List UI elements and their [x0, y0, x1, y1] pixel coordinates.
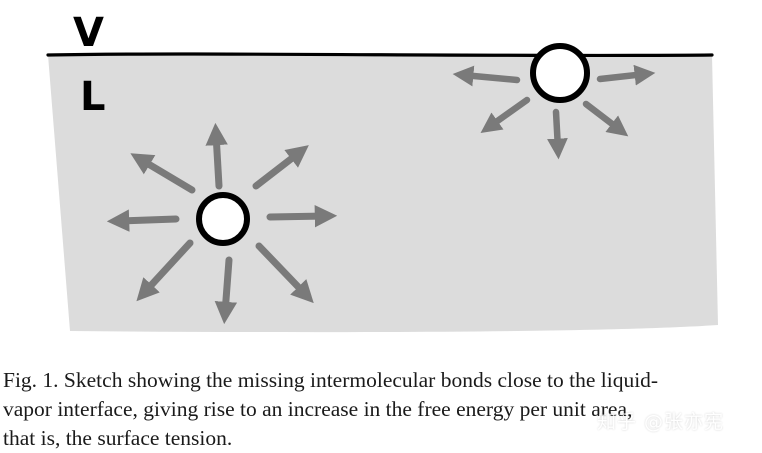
interface-line: [46, 52, 714, 58]
zhihu-watermark: 知乎 @张亦宪: [597, 411, 725, 433]
arrow-right: [266, 205, 338, 228]
interface-molecule: [530, 43, 590, 103]
caption-line-1: Fig. 1. Sketch showing the missing inter…: [3, 368, 659, 392]
liquid-label: L: [80, 74, 106, 120]
arrow-up: [205, 122, 228, 190]
arrow-down-left: [136, 239, 194, 302]
arrow-down-right: [255, 242, 314, 304]
arrow-down: [547, 108, 568, 160]
interface-arrows: [452, 64, 656, 160]
caption-line-3: that is, the surface tension.: [3, 426, 233, 450]
arrow-down-left: [480, 96, 531, 134]
arrow-down: [214, 256, 238, 325]
figure-caption: Fig. 1. Sketch showing the missing inter…: [3, 366, 759, 453]
arrow-right: [596, 64, 656, 86]
surface-tension-sketch: V L: [46, 10, 718, 333]
bulk-molecule: [196, 192, 250, 246]
arrow-left: [106, 209, 180, 232]
arrow-down-right: [582, 100, 629, 137]
vapor-label: V: [73, 10, 104, 56]
arrow-up-right: [252, 145, 309, 190]
bulk-arrows: [106, 122, 338, 325]
arrow-left: [452, 65, 521, 87]
caption-line-2: vapor interface, giving rise to an incre…: [3, 397, 633, 421]
arrow-up-left: [130, 153, 196, 194]
